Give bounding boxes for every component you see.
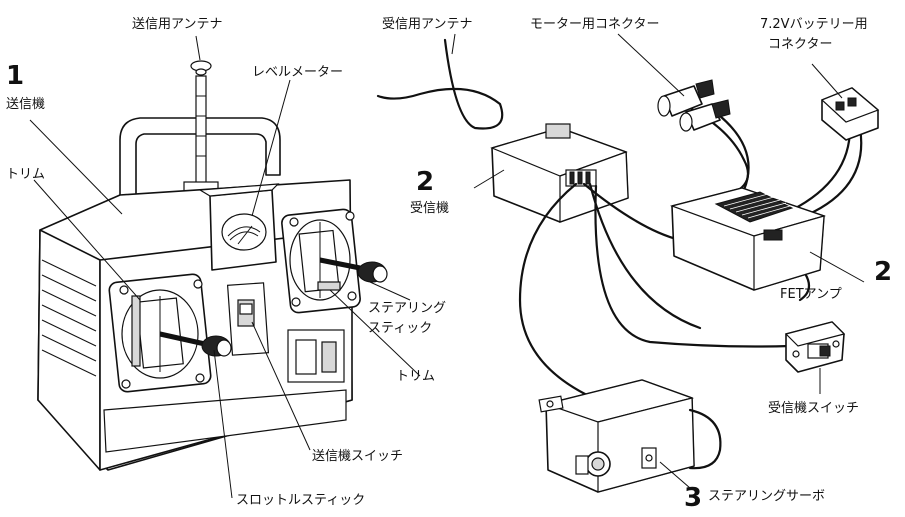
label-tx-antenna: 送信用アンテナ — [132, 17, 222, 32]
number-fet-amp: 2 — [874, 257, 892, 287]
left-gimbal-illustration — [108, 273, 232, 393]
switch-illustration — [226, 282, 270, 356]
fet-amp-illustration — [669, 187, 827, 291]
label-steering-servo: ステアリングサーボ — [708, 489, 825, 504]
number-servo: 3 — [684, 483, 702, 512]
receiver-switch-illustration — [784, 321, 846, 373]
label-level-meter: レベルメーター — [252, 65, 343, 80]
level-meter-illustration — [221, 213, 267, 251]
servo-illustration — [538, 379, 722, 493]
label-trim-right: トリム — [396, 369, 435, 384]
label-battery-connector-1: 7.2Vバッテリー用 — [760, 17, 868, 32]
label-fet-amp: FETアンプ — [780, 287, 842, 302]
label-receiver-switch: 受信機スイッチ — [768, 401, 859, 416]
motor-connector-illustration — [657, 79, 731, 132]
label-transmitter-switch: 送信機スイッチ — [312, 449, 403, 464]
heatsink-fins — [714, 191, 794, 223]
leader-lines — [29, 33, 865, 499]
battery-connector-illustration — [820, 87, 880, 141]
transmitter-illustration — [37, 60, 388, 471]
label-receiver: 受信機 — [410, 201, 449, 216]
label-trim-left: トリム — [6, 167, 45, 182]
label-rx-antenna: 受信用アンテナ — [382, 17, 472, 32]
label-steering-stick-1: ステアリング — [368, 301, 446, 316]
label-transmitter: 送信機 — [6, 97, 45, 112]
right-gimbal-illustration — [281, 208, 388, 314]
label-steering-stick-2: スティック — [368, 321, 432, 336]
label-motor-connector: モーター用コネクター — [530, 17, 659, 32]
label-battery-connector-2: コネクター — [768, 37, 832, 52]
number-transmitter: 1 — [6, 61, 24, 91]
number-receiver: 2 — [416, 167, 434, 197]
label-throttle-stick: スロットルスティック — [236, 493, 365, 508]
